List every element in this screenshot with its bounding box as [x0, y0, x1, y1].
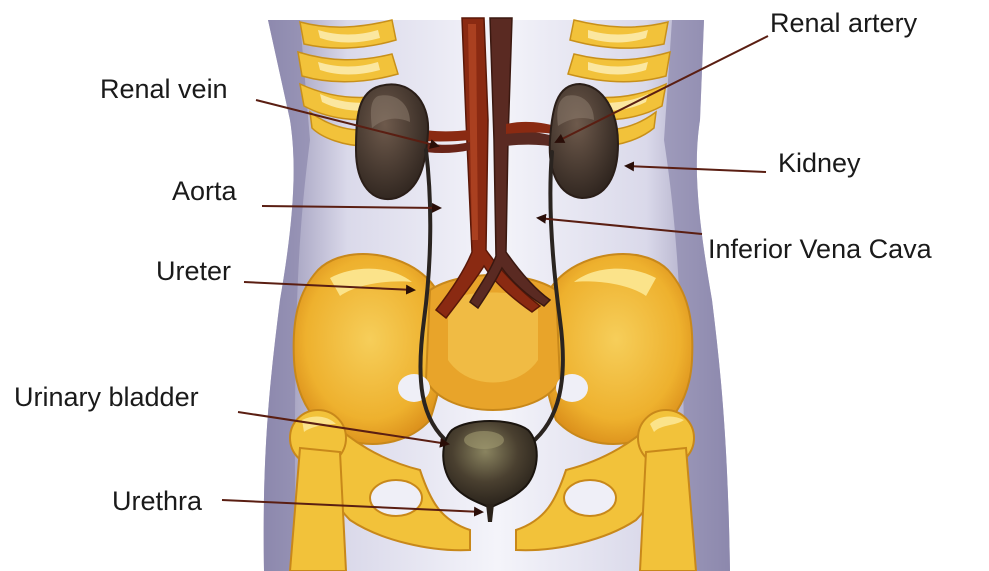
femur-left: [290, 410, 346, 571]
label-kidney: Kidney: [778, 150, 861, 177]
label-aorta: Aorta: [172, 178, 237, 205]
label-renal-artery: Renal artery: [770, 10, 917, 37]
label-inferior-vena-cava: Inferior Vena Cava: [708, 236, 932, 263]
femur-right: [638, 410, 696, 571]
label-urinary-bladder: Urinary bladder: [14, 384, 199, 411]
label-ureter: Ureter: [156, 258, 231, 285]
label-urethra: Urethra: [112, 488, 202, 515]
label-renal-vein: Renal vein: [100, 76, 228, 103]
